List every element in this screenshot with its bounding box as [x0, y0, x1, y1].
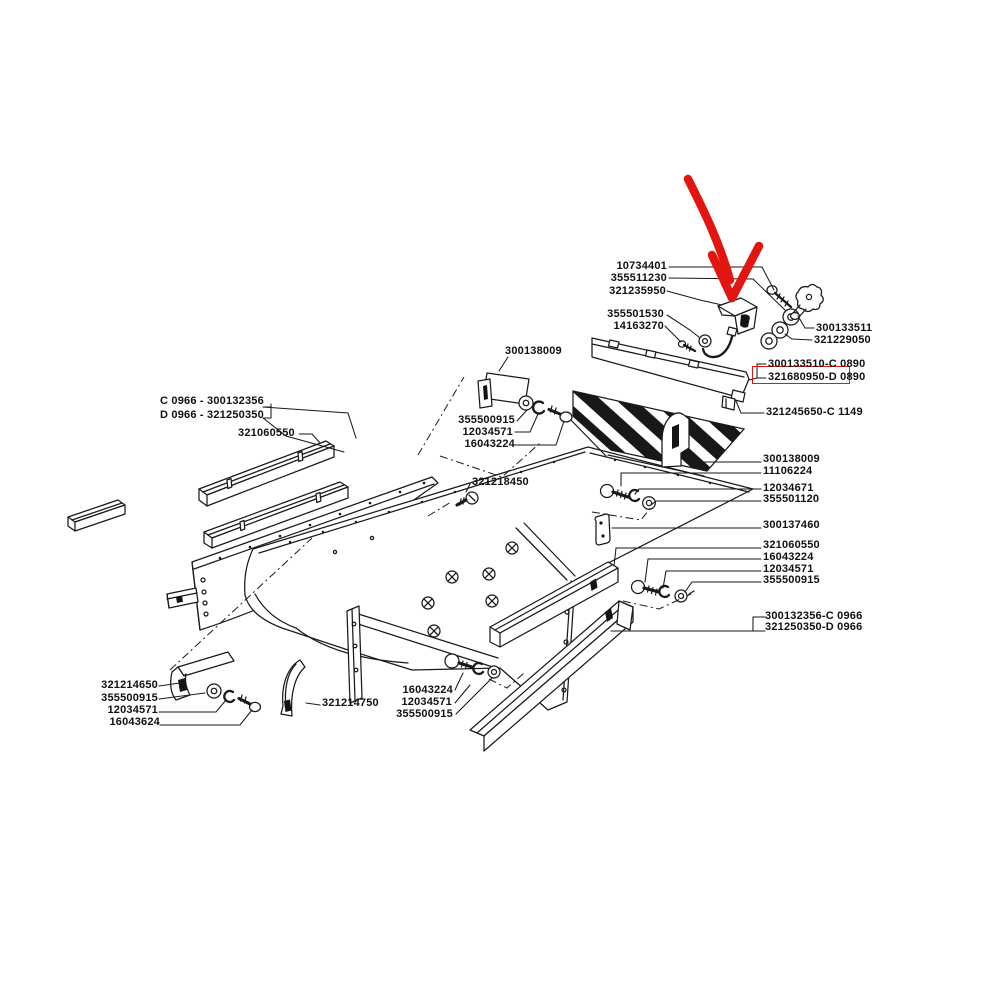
corner-bracket: [170, 651, 235, 701]
part-label-300132356-c: C 0966 - 300132356: [160, 395, 264, 407]
part-label-321214750: 321214750: [322, 697, 379, 709]
frame-post: [346, 605, 363, 704]
part-label-355500915-bl: 355500915: [101, 692, 158, 704]
part-label-321250350-d: D 0966 - 321250350: [160, 409, 264, 421]
part-label-321245650: 321245650-C 1149: [766, 406, 863, 418]
part-label-321235950: 321235950: [609, 285, 666, 297]
part-label-16043624: 16043624: [109, 716, 160, 728]
part-label-355511230: 355511230: [610, 272, 667, 284]
wing-knob: [789, 283, 824, 321]
highlight-arrow: [683, 174, 764, 303]
end-channel-piece: [67, 499, 126, 532]
bolt-cluster-bottom: [444, 653, 501, 679]
bottom-rail-lower: [469, 600, 634, 752]
part-label-300137460: 300137460: [763, 519, 820, 531]
tailgate-panel: [591, 337, 750, 403]
part-label-321060550-left: 321060550: [238, 427, 295, 439]
bolt-cluster-upper: [599, 483, 656, 510]
part-label-300133511: 300133511: [816, 322, 873, 334]
part-label-16043224-bm: 16043224: [402, 684, 453, 696]
construction-lines: [169, 376, 692, 689]
gusset-flap: [280, 659, 306, 717]
part-label-321250350-right: 321250350-D 0966: [765, 621, 863, 633]
part-label-10734401: 10734401: [616, 260, 667, 272]
part-label-321214650: 321214650: [101, 679, 158, 691]
bolt-head-marks: [421, 541, 519, 638]
spacer-plate: [594, 513, 611, 546]
part-label-300138009-left: 300138009: [505, 345, 562, 357]
part-label-321229050: 321229050: [814, 334, 871, 346]
part-label-355500915-bm: 355500915: [396, 708, 453, 720]
part-label-355501530: 355501530: [607, 308, 664, 320]
part-label-300138009-right: 300138009: [763, 453, 820, 465]
bottom-rail-upper: [489, 561, 619, 648]
small-plate: [477, 372, 530, 409]
floor-bracket: [661, 412, 690, 468]
side-rail-lower: [203, 481, 349, 549]
part-label-12034571-bm: 12034571: [401, 696, 452, 708]
small-screw: [677, 340, 697, 353]
plate-fasteners: [518, 395, 573, 423]
leader-lines: [158, 266, 815, 726]
part-label-321218450: 321218450: [472, 476, 529, 488]
hinge-bracket: [717, 297, 758, 335]
latch-clip: [721, 395, 736, 411]
hook-rod: [698, 326, 738, 359]
part-label-11106224: 11106224: [763, 465, 813, 477]
part-label-12034571-mid: 12034571: [462, 426, 513, 438]
part-label-12034571-bl: 12034571: [107, 704, 158, 716]
corner-bracket-fasteners: [206, 683, 262, 713]
part-label-321060550-right: 321060550: [763, 539, 820, 551]
shoulder-screw: [455, 491, 479, 507]
part-label-12034571-right: 12034571: [763, 563, 814, 575]
part-label-14163270: 14163270: [613, 320, 664, 332]
part-label-321680950-highlighted: 321680950-D 0890: [768, 371, 866, 383]
part-label-12034671: 12034671: [763, 482, 814, 494]
main-floor-panel: [244, 446, 754, 711]
bolt-cluster-lower: [630, 579, 695, 603]
highlight-box: [752, 366, 850, 384]
part-label-16043224-mid: 16043224: [464, 438, 515, 450]
part-label-16043224-right: 16043224: [763, 551, 814, 563]
part-label-355500915-right: 355500915: [763, 574, 820, 586]
side-rail-upper: [198, 440, 335, 507]
part-label-300133510: 300133510-C 0890: [768, 358, 866, 370]
part-label-355500915-mid: 355500915: [458, 414, 515, 426]
part-label-355501120: 355501120: [763, 493, 820, 505]
part-label-300132356-right: 300132356-C 0966: [765, 610, 863, 622]
